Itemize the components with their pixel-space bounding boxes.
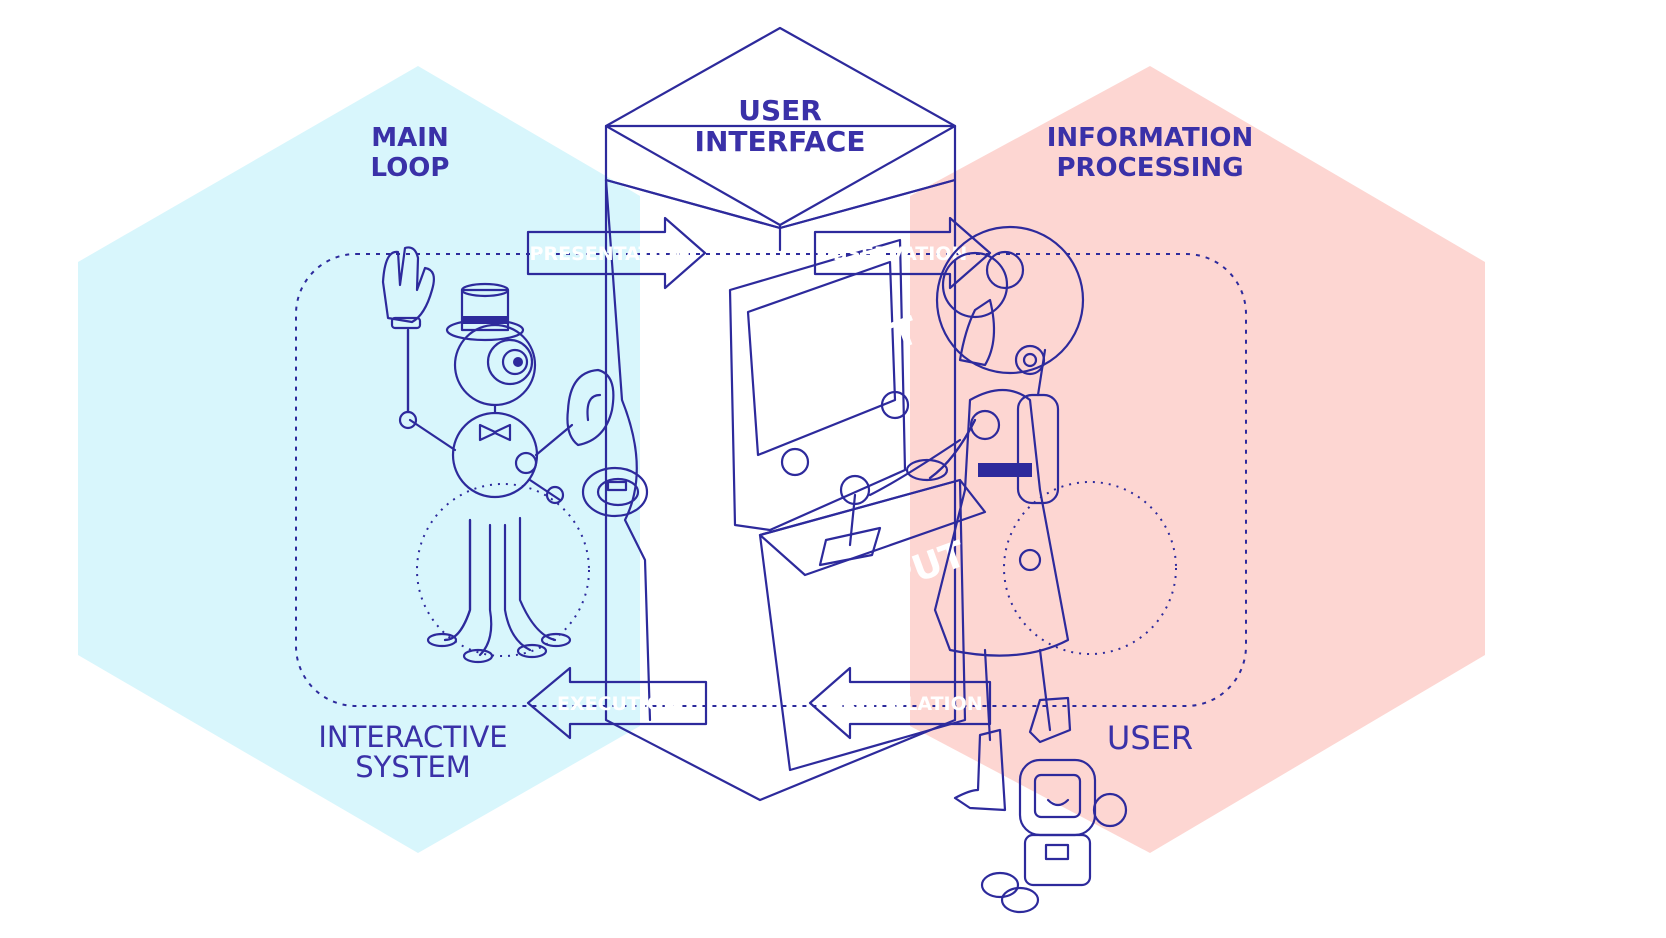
output-screen	[746, 260, 897, 457]
system-dotted-circle	[416, 483, 590, 657]
arcade-button-icon	[905, 458, 949, 482]
space-helmet	[935, 225, 1085, 375]
presentation-arrow: PRESENTATION	[526, 216, 707, 290]
user-interface-label-2: INTERFACE	[695, 125, 866, 158]
top-hat-icon	[460, 288, 510, 332]
mouth-icon	[581, 466, 649, 518]
user-dotted-circle	[1003, 481, 1177, 655]
user-label: USER	[1107, 719, 1193, 757]
robot-character	[381, 246, 649, 664]
red-dress	[933, 389, 1070, 657]
observation-label: OBSERVATION	[817, 243, 968, 265]
screen-knob-right	[880, 390, 910, 420]
observation-arrow: OBSERVATION	[813, 216, 992, 290]
execution-label: EXECUTION	[557, 693, 679, 715]
main-loop-label-2: LOOP	[371, 153, 450, 183]
right-boot	[1028, 696, 1072, 744]
articulation-arrow: ARTICULATION	[808, 666, 992, 740]
bow-tie-icon	[478, 423, 512, 442]
user-region	[910, 66, 1485, 853]
left-boot	[953, 728, 1007, 812]
screen-knob-left	[780, 447, 810, 477]
user-character	[868, 225, 1085, 812]
articulation-label: ARTICULATION	[827, 693, 982, 715]
small-robot-face	[1033, 773, 1082, 819]
robot-hand-icon	[381, 246, 435, 324]
interactive-system-region	[78, 66, 640, 853]
ear-icon	[566, 368, 615, 447]
execution-arrow: EXECUTION	[526, 666, 708, 740]
main-loop-label-1: MAIN	[371, 123, 448, 153]
output-label: OUTPUT	[746, 308, 924, 411]
interaction-loop-path	[295, 253, 1247, 707]
presentation-label: PRESENTATION	[530, 243, 691, 265]
info-processing-label-2: PROCESSING	[1056, 153, 1243, 183]
joystick-icon	[839, 474, 871, 506]
interactive-system-label-2: SYSTEM	[355, 750, 471, 784]
small-robot	[980, 758, 1128, 914]
user-interface-label-1: USER	[738, 94, 822, 127]
robot-eye-head	[453, 323, 537, 407]
info-processing-label-1: INFORMATION	[1047, 123, 1254, 153]
interactive-system-label-1: INTERACTIVE	[318, 720, 507, 754]
